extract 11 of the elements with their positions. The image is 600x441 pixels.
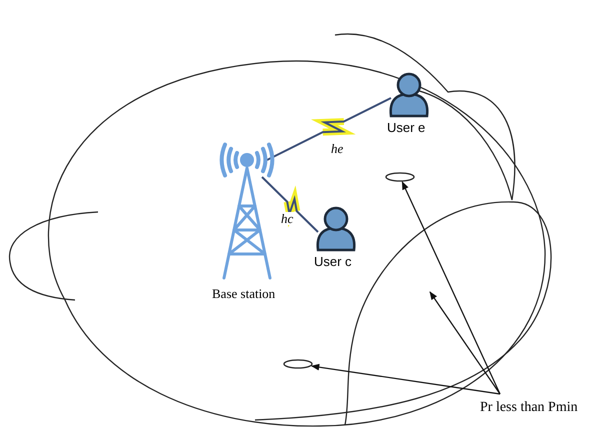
node-label: User c xyxy=(314,254,352,269)
wireless-link xyxy=(261,176,319,233)
arrow xyxy=(430,291,500,394)
edge-label: hc xyxy=(280,212,294,225)
arrow xyxy=(310,364,500,395)
node-label: User e xyxy=(387,120,426,135)
arrow xyxy=(402,181,501,394)
wireless-link xyxy=(266,97,392,161)
annotation-text: Pr less than Pmin xyxy=(480,400,578,415)
edge-label: he xyxy=(330,142,344,155)
node-label: Base station xyxy=(212,286,276,302)
